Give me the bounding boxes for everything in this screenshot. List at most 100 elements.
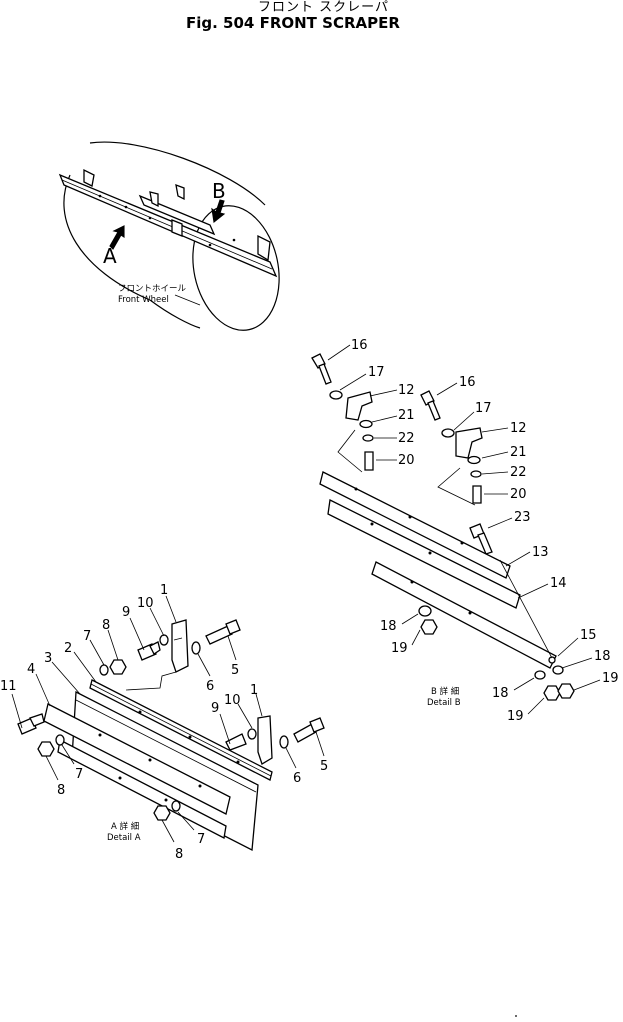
plate-15: [371, 561, 557, 669]
arrow-b-label: B: [212, 179, 226, 203]
plate-4-lower: [57, 739, 227, 839]
callout-20-right: 20: [510, 487, 527, 502]
callout-9-lower: 9: [211, 701, 219, 716]
callout-5-lower: 5: [320, 759, 328, 774]
bolt-20-left: [364, 451, 374, 471]
bracket-overview: [257, 234, 271, 262]
callout-19-right: 19: [602, 671, 619, 686]
callout-10-upper: 10: [137, 596, 154, 611]
lockwasher-22-left: [362, 434, 374, 442]
bolt-9-lower: [225, 733, 247, 751]
wheel-label-english: Front Wheel: [118, 295, 169, 305]
callout-22: 22: [398, 431, 415, 446]
bolt-5-upper: [205, 625, 233, 645]
callout-1-upper: 1: [160, 583, 168, 598]
callout-10-lower: 10: [224, 693, 241, 708]
washer-18-b: [552, 665, 564, 675]
callout-4: 4: [27, 662, 35, 677]
callout-21-right: 21: [510, 445, 527, 460]
nut-19: [420, 619, 438, 635]
callout-18-right: 18: [594, 649, 611, 664]
bracket-overview: [83, 168, 95, 187]
washer-10-lower: [247, 728, 257, 740]
bracket-12-right: [455, 427, 483, 459]
title-japanese: フロント スクレーパ: [258, 0, 389, 15]
callout-11: 11: [0, 679, 17, 694]
detail-b-callouts: 16 17 12 21 22 20 16 17 12 21 22 20 23 1…: [327, 338, 619, 724]
lockwasher-22-right: [470, 470, 482, 478]
drum-bottom-edge: [149, 299, 201, 329]
bracket-overview: [175, 183, 185, 201]
detail-a-drawing: [17, 619, 325, 852]
callout-13: 13: [532, 545, 549, 560]
bracket-12-left: [345, 391, 373, 421]
wheel-label-japanese: フロントホイール: [118, 284, 187, 294]
washer-18-a: [534, 670, 546, 680]
washer-7-bottom: [171, 800, 181, 812]
nut-8-left: [37, 741, 55, 757]
detail-a-callouts: 1 2 3 4 5 6 7 8 9 10 11 1 5 6 7 8 9 10: [0, 583, 328, 862]
detail-b-drawing: [311, 353, 575, 701]
bracket-overview: [171, 219, 183, 237]
plate-14: [327, 499, 521, 609]
scraper-a-overview: [58, 173, 278, 278]
washer-21-left: [359, 419, 373, 429]
drum-left-edge: [63, 174, 151, 301]
nut-19-b: [557, 683, 575, 699]
callout-22-right: 22: [510, 465, 527, 480]
callout-19-bottom: 19: [507, 709, 524, 724]
callout-15: 15: [580, 628, 597, 643]
detail-a-caption-english: Detail A: [107, 833, 141, 843]
callout-19-left: 19: [391, 641, 408, 656]
callout-6-lower: 6: [293, 771, 301, 786]
callout-2: 2: [64, 641, 72, 656]
detail-b-caption-japanese: B 詳 細: [431, 686, 459, 697]
washer-17-right: [441, 428, 455, 438]
callout-14: 14: [550, 576, 567, 591]
callout-5-upper: 5: [231, 663, 239, 678]
washer-6-lower: [279, 735, 289, 749]
callout-8-left: 8: [57, 783, 65, 798]
callout-20: 20: [398, 453, 415, 468]
washer-17-left: [329, 390, 343, 400]
bracket-overview: [149, 191, 159, 208]
detail-b-caption-english: Detail B: [427, 698, 461, 708]
nut-8-bottom: [153, 805, 171, 821]
callout-16: 16: [351, 338, 368, 353]
callout-12: 12: [398, 383, 415, 398]
callout-8-bottom: 8: [175, 847, 183, 862]
arrow-a-label: A: [103, 244, 117, 268]
callout-7-left: 7: [75, 767, 83, 782]
washer-18: [418, 605, 432, 617]
callout-7-upper: 7: [83, 629, 91, 644]
callout-17: 17: [368, 365, 385, 380]
overview-drawing: A B フロントホイール Front Wheel: [58, 141, 280, 331]
callout-9-upper: 9: [122, 605, 130, 620]
drum-end-ellipse: [192, 205, 280, 331]
bracket-1-upper: [171, 619, 189, 673]
callout-17-right: 17: [475, 401, 492, 416]
callout-18-bottom: 18: [492, 686, 509, 701]
callout-12-right: 12: [510, 421, 527, 436]
title-english: Fig. 504 FRONT SCRAPER: [186, 14, 400, 32]
nut-8-upper: [109, 659, 127, 675]
callout-8-upper: 8: [102, 618, 110, 633]
callout-23: 23: [514, 510, 531, 525]
washer-21-right: [467, 455, 481, 465]
nut-19-a: [543, 685, 561, 701]
drum-top-edge: [89, 141, 266, 206]
plate-4: [43, 703, 231, 815]
bolt-20-right: [472, 485, 482, 504]
callout-1-lower: 1: [250, 683, 258, 698]
plate-13: [319, 471, 511, 579]
callout-18-left: 18: [380, 619, 397, 634]
washer-7-left: [55, 734, 65, 746]
arrow-a-icon: [109, 225, 125, 250]
arrow-b-icon: [211, 199, 226, 224]
washer-10-upper: [159, 634, 169, 646]
washer-7-upper: [99, 664, 109, 676]
callout-3: 3: [44, 651, 52, 666]
callout-6-upper: 6: [206, 679, 214, 694]
callout-7-bottom: 7: [197, 832, 205, 847]
